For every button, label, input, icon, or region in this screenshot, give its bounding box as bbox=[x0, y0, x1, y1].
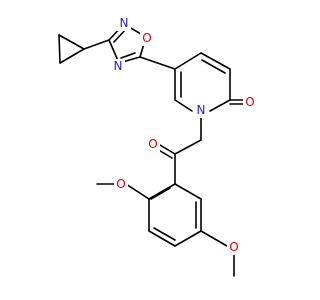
label-mask bbox=[243, 95, 257, 110]
nitrogen-label-oxadiazole-bottom: N bbox=[114, 59, 123, 73]
nitrogen-label-pyridinone: N bbox=[197, 103, 206, 117]
bond-pyr-c4-c3 bbox=[200, 52, 231, 70]
bond-layer bbox=[58, 23, 246, 277]
label-mask bbox=[146, 137, 160, 152]
bond-ar-c6-c1 bbox=[174, 183, 202, 200]
oxygen-label-meta-methoxy: O bbox=[229, 240, 238, 254]
bond-cyclopropyl-1 bbox=[58, 34, 85, 50]
label-mask bbox=[117, 16, 131, 31]
bond-ch2-co bbox=[174, 139, 202, 155]
bond-ar-c1-c2 bbox=[148, 183, 176, 200]
bond-c3-n2-double bbox=[113, 28, 127, 43]
bond-ketone-double-a bbox=[159, 144, 176, 155]
bond-ortho-c-o bbox=[125, 183, 150, 200]
bond-pyr-n1-c6 bbox=[174, 99, 193, 112]
label-mask bbox=[227, 240, 241, 255]
bond-cyclopropyl-3 bbox=[59, 48, 85, 64]
bond-ar-c3-c4-double bbox=[153, 227, 176, 241]
bond-pyr-c5-c4 bbox=[174, 52, 202, 70]
oxygen-label-ortho-methoxy: O bbox=[116, 177, 125, 191]
nitrogen-label-oxadiazole-top: N bbox=[120, 16, 129, 30]
molecule-structure: N O N N O O O O bbox=[58, 16, 257, 277]
bond-pyr-c2-n1 bbox=[209, 99, 231, 112]
bond-cyclopropyl-to-oxadiazole bbox=[83, 39, 110, 50]
atom-label-layer: N O N N O O O O bbox=[111, 16, 257, 255]
bond-meta-c-o bbox=[200, 230, 228, 247]
bond-ar-c3-c4 bbox=[148, 230, 176, 247]
bond-c5-n4-double bbox=[120, 52, 136, 59]
bond-cyclopropyl-2 bbox=[58, 34, 61, 64]
label-mask bbox=[114, 177, 128, 192]
oxygen-label-pyridinone-carbonyl: O bbox=[245, 95, 254, 109]
label-mask bbox=[111, 59, 125, 74]
bond-oxadiazole-to-pyridinone bbox=[139, 56, 176, 70]
label-mask bbox=[194, 103, 208, 118]
oxygen-label-ketone: O bbox=[148, 137, 157, 151]
bond-pyr-c4-c3-double bbox=[201, 59, 226, 74]
label-mask bbox=[140, 31, 154, 46]
bond-ar-c1-c2-double bbox=[150, 187, 171, 200]
oxygen-label-oxadiazole: O bbox=[142, 31, 151, 45]
bond-ar-c4-c5 bbox=[174, 230, 202, 247]
